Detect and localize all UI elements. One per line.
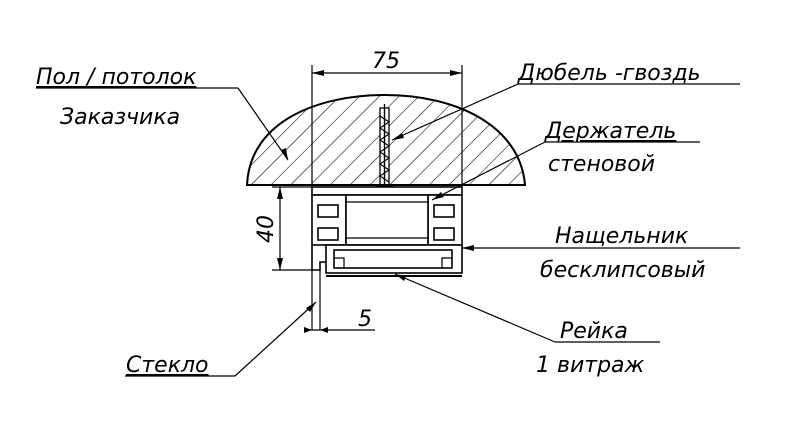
glass-pane — [311, 270, 321, 330]
profile-assembly — [311, 186, 463, 277]
label-holder-line2: стеновой — [548, 152, 655, 177]
dimension-75-value: 75 — [372, 49, 400, 74]
dimension-5-value: 5 — [358, 307, 372, 332]
leader-holder — [431, 141, 700, 201]
dimension-40-value: 40 — [254, 215, 279, 243]
dimension-5 — [304, 327, 375, 333]
leader-cover — [462, 245, 740, 251]
label-floor-line1: Пол / потолок — [36, 65, 197, 90]
label-holder-line1: Держатель — [544, 119, 676, 144]
label-rail-line2: 1 витраж — [536, 353, 645, 378]
dimension-40 — [272, 186, 312, 271]
label-cover-line2: бесклипсовый — [540, 258, 705, 283]
leader-glass — [125, 301, 317, 377]
leader-rail — [394, 273, 660, 343]
leader-floor — [36, 87, 289, 161]
label-dowel: Дюбель -гвоздь — [517, 61, 701, 86]
label-rail-line1: Рейка — [560, 319, 628, 344]
label-floor-line2: Заказчика — [60, 105, 180, 130]
label-cover-line1: Нащельник — [555, 224, 689, 249]
leader-dowel — [391, 83, 740, 141]
label-glass: Стекло — [126, 353, 209, 378]
dimension-75 — [311, 65, 463, 187]
